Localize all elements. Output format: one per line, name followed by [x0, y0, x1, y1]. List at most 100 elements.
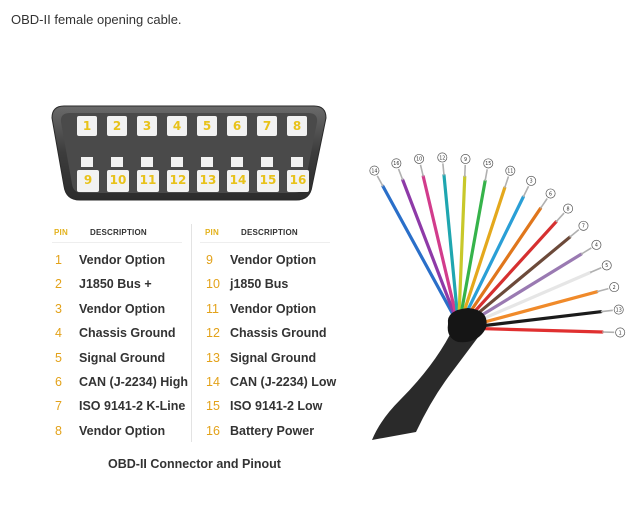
pin-number: 9: [206, 253, 213, 267]
connector-slot-top-1: [107, 116, 127, 136]
connector-pin-label: 9: [83, 173, 93, 187]
wire-tag-label: 13: [616, 307, 622, 313]
wire-tip: [503, 176, 510, 189]
column-divider: [191, 224, 192, 442]
wire-tip: [522, 185, 530, 198]
connector-pin-label: 7: [262, 119, 272, 133]
pin-description: Vendor Option: [79, 253, 166, 267]
wire-tip: [419, 164, 425, 177]
pin-number: 11: [206, 301, 219, 316]
wire-tag: [437, 152, 448, 163]
pin-number: 4: [55, 326, 62, 341]
wire-tag-label: 6: [549, 191, 552, 197]
connector-slot-top-4: [197, 116, 217, 136]
left-header-rule: [52, 242, 182, 243]
wire-tag: [391, 158, 402, 169]
connector-pin-label: 13: [199, 173, 217, 187]
connector-pin-label: 12: [169, 173, 187, 187]
connector-tab: [171, 157, 183, 167]
pin-description: Signal Ground: [79, 350, 166, 365]
wire: [466, 326, 604, 334]
connector-pin-label: 15: [259, 173, 277, 187]
connector-pin-label: 3: [142, 119, 152, 133]
pin-description: Vendor Option: [79, 423, 166, 438]
wire-tag-label: 14: [371, 168, 377, 174]
connector-slot-top-2: [137, 116, 157, 136]
right-header-description: DESCRIPTION: [241, 228, 298, 237]
wire-tag: [526, 175, 537, 186]
connector-tab: [231, 157, 243, 167]
wire: [458, 186, 507, 325]
left-header-description: DESCRIPTION: [90, 228, 147, 237]
pin-description: Battery Power: [230, 423, 315, 438]
connector-tab: [111, 157, 123, 167]
pin-description: j1850 Bus: [230, 277, 289, 292]
wire: [463, 270, 592, 328]
caption-top: OBD-II female opening cable.: [11, 12, 182, 27]
wire-tag-label: 2: [613, 285, 616, 291]
connector-pin-label: 8: [292, 119, 302, 133]
wire-tag-label: 3: [530, 179, 533, 185]
pin-number: 10: [206, 277, 220, 292]
connector-tab: [141, 157, 153, 167]
wire-tag-label: 11: [507, 169, 513, 175]
pin-description: ISO 9141-2 Low: [230, 399, 323, 414]
wire: [459, 195, 525, 325]
wire-tip: [539, 198, 548, 209]
wire-tag: [563, 203, 574, 214]
wire-tag-label: 1: [619, 330, 622, 336]
wire-tag: [615, 327, 626, 338]
pin-number: 5: [55, 350, 62, 365]
pin-number: 12: [206, 326, 220, 341]
connector-slot-bottom-7: [287, 170, 309, 192]
pin-number: 16: [206, 423, 220, 438]
connector-pin-label: 6: [232, 119, 242, 133]
wire-tip: [596, 287, 609, 293]
wire: [462, 235, 572, 327]
wire-tip: [555, 212, 565, 223]
connector-slot-top-3: [167, 116, 187, 136]
wire: [442, 173, 460, 323]
wire-tag-label: 4: [595, 243, 598, 249]
pin-description: ISO 9141-2 K-Line: [79, 399, 186, 414]
pin-number: 14: [206, 375, 220, 389]
pin-description: Vendor Option: [230, 301, 317, 316]
wire: [460, 206, 543, 326]
pin-description: J1850 Bus +: [79, 277, 152, 292]
wire-tip: [442, 163, 445, 176]
connector-slot-bottom-0: [77, 170, 99, 192]
pin-description: Vendor Option: [230, 253, 317, 267]
connector-pin-label: 1: [82, 119, 92, 133]
wire-tag: [460, 154, 471, 164]
wire: [464, 290, 599, 329]
wire-tag: [414, 153, 425, 164]
pin-number: 2: [55, 277, 62, 292]
pin-number: 8: [55, 423, 62, 438]
connector-tab: [291, 157, 303, 167]
pin-number: 13: [206, 350, 220, 365]
pin-description: Chassis Ground: [79, 326, 176, 341]
wire-tip: [580, 247, 592, 255]
wire-tip: [397, 168, 404, 181]
wire: [465, 310, 603, 330]
pin-description: Chassis Ground: [230, 326, 327, 341]
pin-description: CAN (J-2234) High: [79, 375, 189, 389]
wire-tag: [591, 239, 602, 250]
connector-slot-bottom-5: [227, 170, 249, 192]
pin-description: CAN (J-2234) Low: [230, 375, 337, 389]
wire: [462, 252, 583, 328]
wire-tag-label: 10: [416, 157, 422, 163]
cable-jacket: [372, 318, 482, 440]
connector-slot-top-7: [287, 116, 307, 136]
connector-pin-label: 16: [289, 173, 307, 187]
wire-tip: [484, 169, 489, 182]
wire: [421, 174, 459, 322]
wire-tag-label: 12: [439, 155, 445, 161]
connector-pin-label: 11: [139, 173, 157, 187]
wire: [381, 184, 458, 321]
connector-pin-label: 10: [109, 173, 127, 187]
connector-slot-top-6: [257, 116, 277, 136]
pin-number: 7: [55, 399, 62, 414]
pin-number: 1: [55, 253, 62, 267]
